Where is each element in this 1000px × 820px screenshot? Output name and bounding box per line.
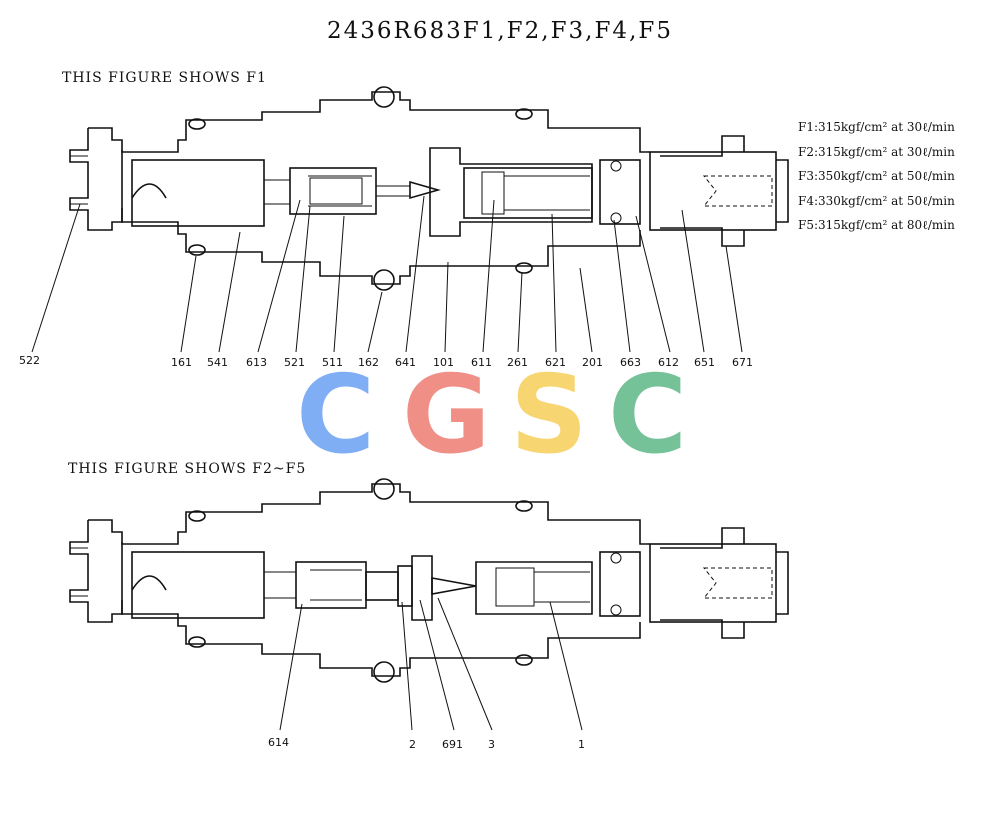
part-label-663: 663 (620, 356, 641, 369)
part-label-1: 1 (578, 738, 585, 751)
leader-lines-f1 (31, 195, 743, 353)
part-label-641: 641 (395, 356, 416, 369)
spec-f3: F3:350kgf/cm² at 50ℓ/min (798, 169, 955, 183)
figure-caption-f2-f5: THIS FIGURE SHOWS F2~F5 (68, 461, 307, 477)
watermark-letter-g: G (402, 353, 491, 478)
part-label-621: 621 (545, 356, 566, 369)
part-label-511: 511 (322, 356, 343, 369)
part-label-691: 691 (442, 738, 463, 751)
part-numbers-f2-f5: 614 2 691 3 1 (268, 736, 585, 751)
spec-f1: F1:315kgf/cm² at 30ℓ/min (798, 120, 955, 134)
part-label-201: 201 (582, 356, 603, 369)
spec-f4: F4:330kgf/cm² at 50ℓ/min (798, 193, 955, 208)
watermark-letter-c1: C (296, 353, 375, 478)
spec-f2: F2:315kgf/cm² at 30ℓ/min (798, 144, 955, 159)
watermark-letter-c2: C (608, 353, 687, 478)
drawing-title: 2436R683F1,F2,F3,F4,F5 (327, 18, 673, 44)
part-label-614: 614 (268, 736, 289, 749)
pressure-spec-list: F1:315kgf/cm² at 30ℓ/min F2:315kgf/cm² a… (798, 115, 955, 238)
leader-lines-f2-f5 (279, 597, 583, 731)
part-label-101: 101 (433, 356, 454, 369)
part-label-541: 541 (207, 356, 228, 369)
part-label-613: 613 (246, 356, 267, 369)
valve-section-f2-f5 (69, 478, 789, 683)
part-label-611: 611 (471, 356, 492, 369)
spec-f5: F5:315kgf/cm² at 80ℓ/min (798, 218, 955, 232)
part-label-522: 522 (19, 354, 40, 367)
part-label-161: 161 (171, 356, 192, 369)
part-label-521: 521 (284, 356, 305, 369)
part-label-2: 2 (409, 738, 416, 751)
figure-caption-f1: THIS FIGURE SHOWS F1 (62, 70, 267, 86)
part-label-671: 671 (732, 356, 753, 369)
watermark-letter-s: S (510, 353, 588, 478)
watermark-logo: C G S C (296, 353, 687, 478)
part-label-162: 162 (358, 356, 379, 369)
part-label-261: 261 (507, 356, 528, 369)
part-numbers-f1: 522 161 541 613 521 511 162 641 101 611 … (19, 354, 753, 369)
part-label-651: 651 (694, 356, 715, 369)
part-label-3: 3 (488, 738, 495, 751)
valve-section-f1 (69, 86, 789, 291)
part-label-612: 612 (658, 356, 679, 369)
